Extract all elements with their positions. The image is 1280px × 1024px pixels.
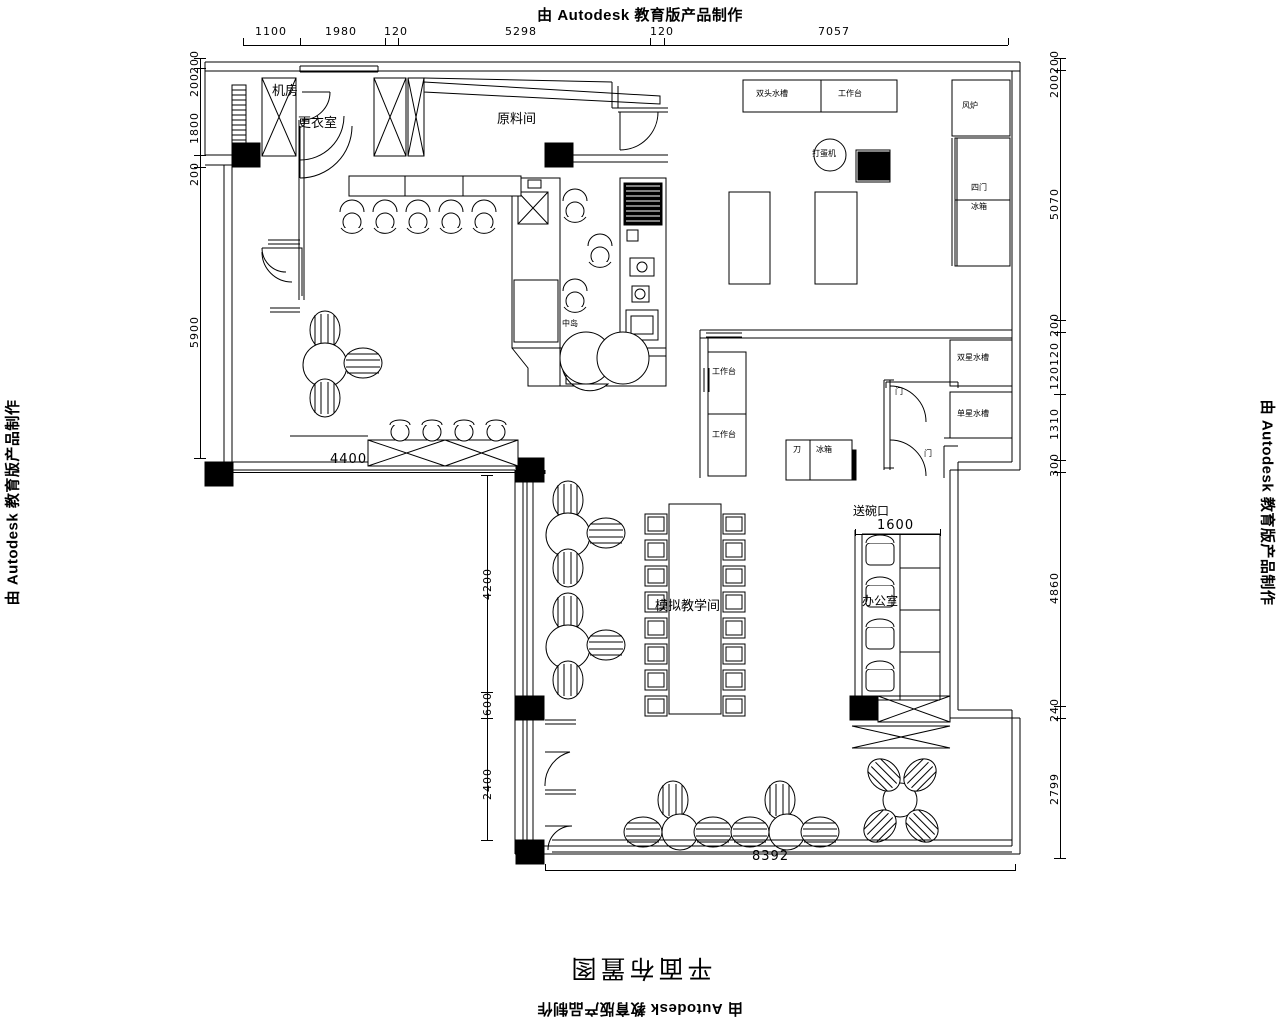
dim-tick [385,38,386,45]
watermark-top: 由 Autodesk 教育版产品制作 [537,7,743,24]
dim-right-line [1060,58,1061,858]
dim-top-1980: 1980 [325,25,357,38]
dim-tick [243,38,244,45]
dim-tick [398,38,399,45]
equipment-label-gongzuotai: 工作台 [838,89,862,98]
dim-top-1100: 1100 [255,25,287,38]
dim-tick [545,864,546,871]
room-label-monijiaoxuejian: 模拟教学间 [655,599,721,614]
room-label-bangongshi: 办公室 [862,594,899,608]
dim-tick [300,38,301,45]
room-label-yuanliaojian: 原料间 [497,112,537,127]
dim-tick [1015,864,1016,871]
dim-tick [481,475,493,476]
dim-top-120a: 120 [384,25,408,38]
dim-tick [1054,472,1066,473]
dim-tick [1054,460,1066,461]
dim-tick [1054,858,1066,859]
dim-tick [1008,38,1009,45]
dim-tick [650,38,651,45]
equipment-label-shuangtoushuicao: 双头水槽 [756,89,788,98]
dim-4400-line [214,472,516,473]
dim-tick [194,155,206,156]
dim-top-7057: 7057 [818,25,850,38]
dim-bottom-4400: 4400 [330,452,368,467]
dim-tick [194,68,206,69]
dim-tick [194,58,206,59]
equipment-label-simen: 四门 [971,183,987,192]
equipment-label-dadanji: 打蛋机 [812,149,836,158]
dim-top-line [243,45,1008,46]
equipment-label-danxingshuicao: 单星水槽 [957,409,989,418]
dim-tick [1054,394,1066,395]
dim-tick [194,458,206,459]
equipment-label-dao: 刀 [793,445,801,454]
equipment-label-fenglu: 风炉 [962,101,978,110]
equipment-label-bingxiang-top: 冰箱 [971,202,987,211]
equipment-label-shuangxingshuicao: 双星水槽 [957,353,989,362]
dim-left-line [200,58,201,458]
dim-tick [1054,58,1066,59]
equipment-label-gongzuotai-3: 工作台 [712,430,736,439]
dim-inner-left-line [487,475,488,840]
dim-8392-line [545,870,1015,871]
equipment-label-zhongdao: 中岛 [562,319,578,328]
dim-top-5298: 5298 [505,25,537,38]
dim-tick [1054,706,1066,707]
dim-tick [664,38,665,45]
equipment-label-songwankou: 送碗口 [853,504,890,518]
dim-tick [1054,70,1066,71]
equipment-label-men-2: 门 [924,449,932,458]
dim-bottom-8392: 8392 [752,849,790,864]
dim-tick [481,840,493,841]
dim-tick [940,529,941,536]
room-label-jifang: 机房 [272,84,299,99]
dim-tick [194,167,206,168]
dim-top-120b: 120 [650,25,674,38]
equipment-label-bingxiang-2: 冰箱 [816,445,832,454]
room-label-gengyishi: 更衣室 [298,116,338,131]
equipment-label-gongzuotai-2: 工作台 [712,367,736,376]
dim-tick [1054,718,1066,719]
dim-detail-1600: 1600 [877,518,915,533]
dim-tick [1054,332,1066,333]
dim-tick [481,692,493,693]
equipment-label-men-1: 门 [895,387,903,396]
dim-tick [1054,320,1066,321]
dim-tick [481,718,493,719]
